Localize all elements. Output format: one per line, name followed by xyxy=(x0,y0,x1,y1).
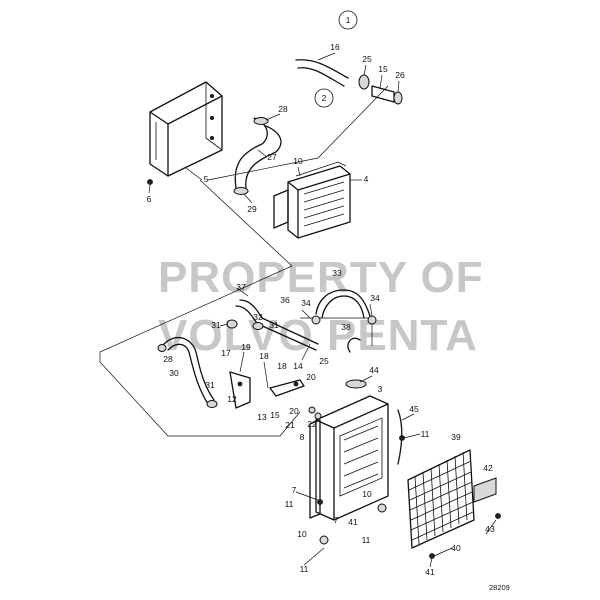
callout-25: 25 xyxy=(362,54,372,64)
callout-24: 15 xyxy=(378,64,388,74)
callout-10b: 10 xyxy=(297,529,307,539)
callout-42: 42 xyxy=(483,463,493,473)
callout-12: 12 xyxy=(227,394,237,404)
callout-25b: 25 xyxy=(319,356,329,366)
callout-32: 32 xyxy=(253,312,263,322)
radiator xyxy=(309,379,403,521)
fasteners xyxy=(147,179,501,559)
callout-8: 8 xyxy=(300,432,305,442)
callout-11: 11 xyxy=(421,429,430,439)
callout-22: 22 xyxy=(307,419,317,429)
callout-37: 38 xyxy=(341,322,351,332)
grille-38 xyxy=(407,449,497,549)
callout-36: 37 xyxy=(236,282,246,292)
callout-17: 18 xyxy=(259,351,269,361)
tube-35 xyxy=(226,299,319,351)
callout-34b: 34 xyxy=(370,293,380,303)
group-outline-lower xyxy=(99,179,301,437)
callout-18: 18 xyxy=(277,361,287,371)
callout-labels: 16 25 15 26 28 27 10 4 5 6 29 33 37 36 3… xyxy=(147,42,495,577)
callout-45: 45 xyxy=(409,404,419,414)
callout-30: 30 xyxy=(169,368,179,378)
callout-19: 19 xyxy=(241,342,251,352)
svg-text:1: 1 xyxy=(346,15,351,25)
callout-35: 36 xyxy=(280,295,290,305)
callout-27: 27 xyxy=(267,152,277,162)
callout-11b: 11 xyxy=(285,499,294,509)
bracket-12 xyxy=(229,371,305,409)
callout-31c: 31 xyxy=(205,380,215,390)
callout-10: 10 xyxy=(362,489,372,499)
callout-26: 26 xyxy=(395,70,405,80)
callout-6: 6 xyxy=(147,194,152,204)
callout-28b: 28 xyxy=(163,354,173,364)
callout-34: 34 xyxy=(301,298,311,308)
callout-21: 21 xyxy=(285,420,295,430)
callout-44: 44 xyxy=(369,365,379,375)
callout-29: 29 xyxy=(247,204,257,214)
callout-14: 14 xyxy=(293,361,303,371)
group-outline-upper xyxy=(207,85,389,181)
callout-9: 10 xyxy=(293,156,303,166)
callout-43: 43 xyxy=(485,524,495,534)
leader-lines xyxy=(148,52,497,568)
callout-15: 15 xyxy=(270,410,280,420)
callout-4: 4 xyxy=(364,174,369,184)
variant-marker-1: 1 xyxy=(338,10,358,30)
callout-7: 7 xyxy=(292,485,297,495)
watermark-line-1: PROPERTY OF xyxy=(158,253,484,302)
callout-41: 41 xyxy=(348,517,358,527)
hose-23-assembly xyxy=(295,59,403,105)
variant-marker-2: 2 xyxy=(314,88,334,108)
callout-11d: 11 xyxy=(300,564,309,574)
callout-23: 16 xyxy=(330,42,340,52)
callout-3: 3 xyxy=(378,384,383,394)
charge-air-cooler xyxy=(273,161,351,239)
reference-number: 28209 xyxy=(489,583,510,592)
callout-11c: 11 xyxy=(362,535,371,545)
callout-7b: 7 xyxy=(334,515,339,525)
callout-38: 39 xyxy=(451,432,461,442)
callout-18b: 20 xyxy=(306,372,316,382)
callout-31b: 31 xyxy=(269,320,279,330)
callout-13: 13 xyxy=(257,412,267,422)
hose-33 xyxy=(311,289,377,353)
callout-39: 40 xyxy=(451,543,461,553)
hose-30 xyxy=(157,336,218,408)
callout-20: 20 xyxy=(289,406,299,416)
callout-40: 41 xyxy=(425,567,435,577)
callout-33: 33 xyxy=(332,268,342,278)
hose-27 xyxy=(233,117,282,195)
callout-5: 5 xyxy=(204,174,209,184)
fan-shroud xyxy=(149,81,223,177)
callout-16: 17 xyxy=(221,348,231,358)
callout-28: 28 xyxy=(278,104,288,114)
svg-text:2: 2 xyxy=(322,93,327,103)
callout-31: 31 xyxy=(211,320,221,330)
